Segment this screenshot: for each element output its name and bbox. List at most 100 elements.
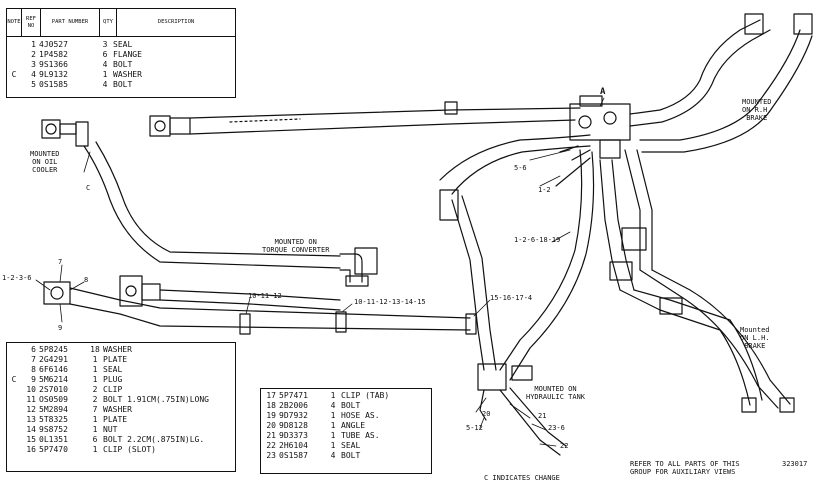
row-ref: 9 [31, 375, 36, 384]
clip-15-4 [465, 313, 477, 335]
callout-23-6: 23-6 [548, 424, 565, 432]
top-table-body: 1 4J0527 3 SEAL 2 1P4582 6 FLANGE 3 9S13… [7, 37, 235, 90]
row-qty: 6 [92, 435, 98, 444]
callout-1-19: 1-2-6-18-19 [514, 236, 561, 244]
row-desc: WASHER [103, 405, 132, 414]
table-row: C 4 9L9132 1 WASHER [7, 70, 235, 80]
row-ref: 1 [31, 40, 36, 49]
row-ref: 13 [26, 415, 36, 424]
tank-fitting [477, 363, 567, 456]
row-note [7, 40, 21, 50]
callout-1-2: 1-2 [538, 186, 551, 194]
row-desc: BOLT 1.91CM(.75IN)LONG [103, 395, 209, 404]
row-qty: 1 [92, 415, 98, 424]
row-part: 4J0527 [39, 40, 68, 49]
row-note [7, 435, 21, 445]
row-desc: NUT [103, 425, 118, 434]
row-qty: 1 [92, 425, 98, 434]
callout-1-3-6: 1-2-3-6 [2, 274, 32, 282]
header-qty: QTY [100, 9, 117, 36]
row-part: 5P8245 [39, 345, 68, 354]
row-part: 0L1351 [39, 435, 68, 444]
rh-brake-fitting-1 [744, 13, 764, 35]
table-row: 5 0S1585 4 BOLT [7, 80, 235, 90]
drawing-number: 323017 [782, 460, 808, 468]
callout-10-11-12: 10-11-12 [248, 292, 282, 300]
label-torque-converter: MOUNTED ON TORQUE CONVERTER [262, 238, 330, 254]
row-desc: PLATE [103, 355, 128, 364]
callout-15-4: 15-16-17-4 [490, 294, 533, 302]
row-part: 0S1585 [39, 80, 68, 89]
row-ref: 14 [26, 425, 36, 434]
row-part: 9S1366 [39, 60, 68, 69]
oil-cooler-fitting [41, 119, 89, 147]
row-qty: 1 [92, 365, 98, 374]
lh-brake-clamp [621, 227, 647, 251]
row-desc: TUBE AS. [341, 431, 380, 440]
header-note: NOTE [7, 9, 22, 36]
callout-9: 9 [58, 324, 63, 332]
row-part: 1P4582 [39, 50, 68, 59]
row-part: 2G4291 [39, 355, 68, 364]
row-note [7, 445, 21, 455]
row-qty: 3 [102, 40, 108, 49]
row-part: 5P7470 [39, 445, 68, 454]
upper-hose [189, 107, 581, 135]
row-qty: 1 [92, 445, 98, 454]
callout-22: 22 [560, 442, 569, 450]
row-ref: 3 [31, 60, 36, 69]
row-part: 9D7932 [279, 411, 308, 420]
row-qty: 1 [330, 441, 336, 450]
label-rh-brake: MOUNTED ON R.H. BRAKE [742, 98, 772, 122]
row-ref: 16 [26, 445, 36, 454]
row-part: 9S8752 [39, 425, 68, 434]
callout-20: 20 [482, 410, 491, 418]
row-ref: 23 [266, 451, 276, 460]
label-hydraulic-tank: MOUNTED ON HYDRAULIC TANK [526, 385, 586, 401]
row-part: 5M6214 [39, 375, 68, 384]
row-ref: 22 [266, 441, 276, 450]
oil-cooler-hose [83, 141, 341, 269]
row-ref: 19 [266, 411, 276, 420]
row-qty: 4 [102, 80, 108, 89]
upper-clip [444, 101, 458, 115]
lh-brake-hose [599, 149, 791, 409]
row-desc: PLUG [103, 375, 123, 384]
lh-brake-bracket [659, 297, 683, 315]
row-ref: 18 [266, 401, 276, 410]
row-qty: 1 [330, 421, 336, 430]
header-part: PART NUMBER [41, 9, 100, 36]
valve-a [569, 95, 631, 159]
row-qty: 1 [92, 375, 98, 384]
row-ref: 20 [266, 421, 276, 430]
row-ref: 7 [31, 355, 36, 364]
row-qty: 1 [102, 70, 108, 79]
row-part: 9L9132 [39, 70, 68, 79]
change-note: C INDICATES CHANGE [484, 474, 560, 482]
row-desc: BOLT [341, 451, 361, 460]
row-note [7, 415, 21, 425]
row-desc: FLANGE [113, 50, 142, 59]
row-part: 0S1587 [279, 451, 308, 460]
table-row: 3 9S1366 4 BOLT [7, 60, 235, 70]
row-note [7, 60, 21, 70]
row-qty: 1 [330, 391, 336, 400]
row-qty: 7 [92, 405, 98, 414]
callout-5-6: 5-6 [514, 164, 527, 172]
row-desc: SEAL [103, 365, 123, 374]
lh-brake-tee [609, 261, 633, 281]
row-ref: 6 [31, 345, 36, 354]
row-desc: SEAL [113, 40, 133, 49]
header-desc: DESCRIPTION [157, 19, 195, 25]
row-ref: 2 [31, 50, 36, 59]
torque-converter-fitting [339, 247, 378, 287]
label-oil-cooler: MOUNTED ON OIL COOLER [30, 150, 60, 174]
